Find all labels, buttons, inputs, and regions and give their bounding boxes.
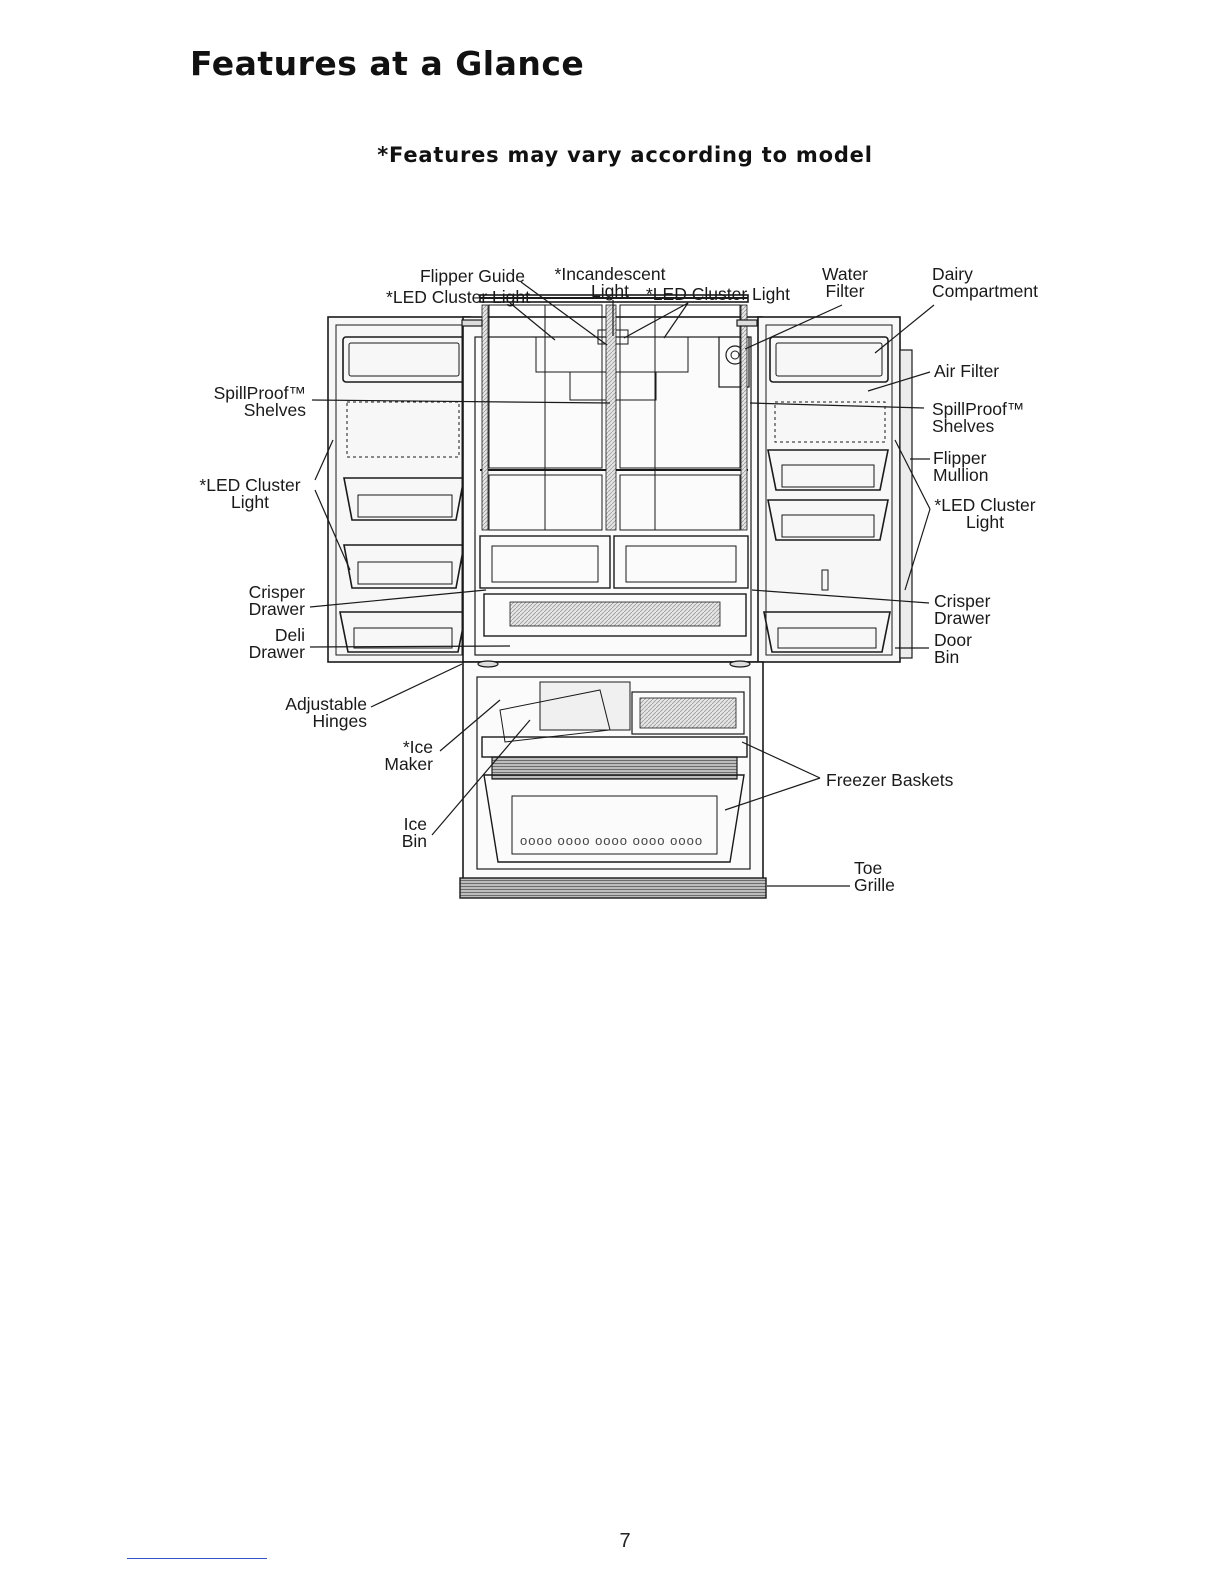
label-air-filter: Air Filter xyxy=(934,361,1000,381)
label-crisper-drawer-left: Crisper Drawer xyxy=(248,582,305,619)
label-crisper-drawer-right: Crisper Drawer xyxy=(934,591,991,628)
label-spillproof-shelves-right: SpillProof™ Shelves xyxy=(932,399,1025,436)
freezer-compartment xyxy=(462,661,764,881)
label-door-bin: Door Bin xyxy=(934,630,972,667)
label-adjustable-hinges: Adjustable Hinges xyxy=(285,694,367,731)
footer-rule xyxy=(127,1558,267,1559)
page-number: 7 xyxy=(619,1530,631,1552)
label-ice-maker: *Ice Maker xyxy=(384,737,433,774)
label-led-cluster-light-top-right: *LED Cluster Light xyxy=(646,284,790,304)
fresh-food-compartment xyxy=(462,294,763,663)
label-ice-bin: Ice Bin xyxy=(401,814,427,851)
label-spillproof-shelves-left: SpillProof™ Shelves xyxy=(213,383,306,420)
label-freezer-baskets: Freezer Baskets xyxy=(826,770,954,790)
label-water-filter: Water Filter xyxy=(821,264,869,301)
refrigerator-diagram xyxy=(309,281,935,899)
label-led-cluster-light-right: *LED Cluster Light xyxy=(934,495,1036,532)
label-dairy-compartment: Dairy Compartment xyxy=(932,264,1039,301)
page-title: Features at a Glance xyxy=(190,44,585,83)
label-flipper-guide: Flipper Guide xyxy=(419,266,525,286)
basket-vent-row: oooo oooo oooo oooo oooo xyxy=(520,833,704,848)
label-incandescent-light: *Incandescent Light xyxy=(554,264,666,301)
label-flipper-mullion: Flipper Mullion xyxy=(933,448,989,485)
right-door xyxy=(757,316,913,663)
label-led-cluster-light-left: *LED Cluster Light xyxy=(199,475,301,512)
label-deli-drawer: Deli Drawer xyxy=(248,625,305,662)
label-led-cluster-light-top-left: *LED Cluster Light xyxy=(386,287,530,307)
page-subtitle: *Features may vary according to model xyxy=(377,143,873,167)
label-toe-grille: Toe Grille xyxy=(854,858,895,895)
toe-grille-shape xyxy=(459,877,767,899)
left-door xyxy=(327,316,471,663)
